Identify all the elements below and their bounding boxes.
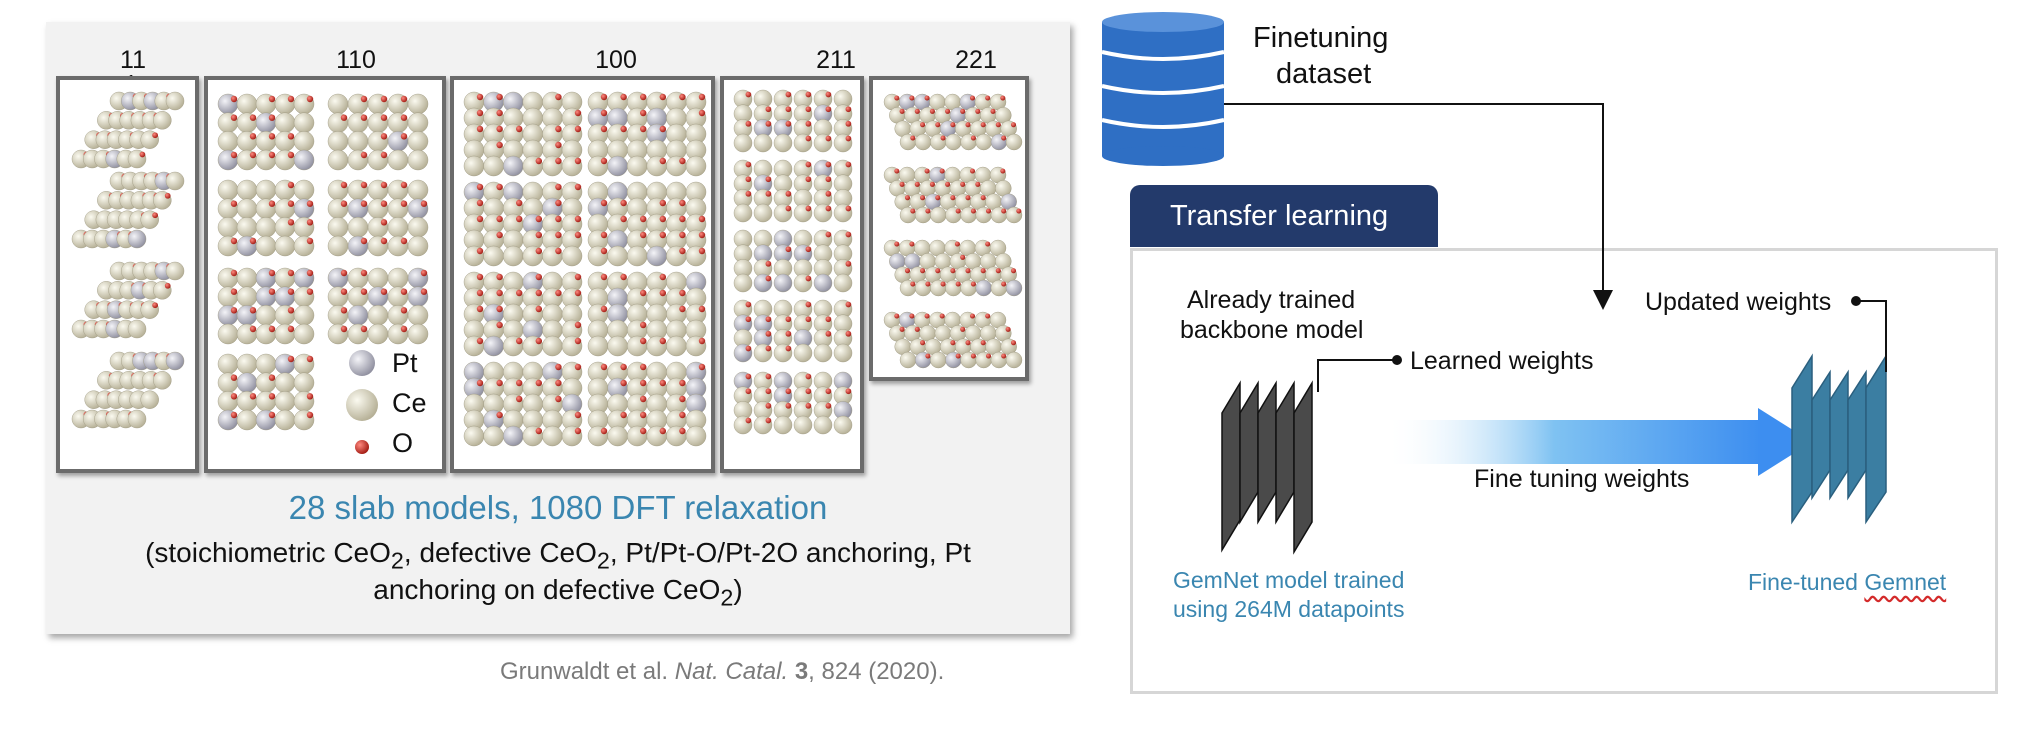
citation: Grunwaldt et al. Nat. Catal. 3, 824 (202…	[500, 658, 945, 685]
slab-model	[733, 371, 853, 435]
slab-models-panel: 11 1 110 100 211 221 Pt Ce O 28 slab mod…	[46, 22, 1070, 634]
backbone-label-line1: Already trained	[1187, 286, 1356, 314]
slab-atoms-svg	[71, 89, 1023, 447]
slab-model	[327, 93, 429, 171]
slab-model	[217, 93, 315, 171]
gemnet-trained-line2: using 264M datapoints	[1173, 596, 1405, 622]
slab-model	[733, 89, 853, 153]
learned-weights-dot	[1392, 355, 1402, 365]
dataset-arrow	[1224, 103, 1613, 310]
pt-legend-dot	[349, 350, 375, 376]
finetuned-gemnet-label: Fine-tuned Gemnet	[1748, 569, 1947, 595]
transfer-learning-tab: Transfer learning	[1130, 185, 1438, 247]
slab-model	[327, 267, 429, 345]
slab-model	[71, 351, 185, 429]
caption-title: 28 slab models, 1080 DFT relaxation	[288, 489, 828, 526]
slab-model	[217, 353, 315, 431]
slab-model	[71, 91, 185, 169]
fine-tuning-arrow	[1385, 408, 1812, 476]
ce-legend-dot	[346, 389, 378, 421]
slab-model	[463, 271, 583, 357]
slab-model	[587, 181, 707, 267]
slab-model	[587, 361, 707, 447]
learned-weights-label: Learned weights	[1410, 347, 1594, 375]
legend-label-ce: Ce	[392, 388, 427, 418]
slab-model	[883, 311, 1023, 369]
slab-model	[327, 179, 429, 257]
atom-legend-symbols	[346, 350, 378, 454]
slab-model	[733, 299, 853, 363]
dataset-label-line1: Finetuning	[1253, 22, 1389, 54]
slab-model	[883, 93, 1023, 151]
updated-weights-leader	[1856, 300, 1887, 372]
slab-model	[217, 267, 315, 345]
slab-model	[733, 159, 853, 223]
slab-model	[463, 361, 583, 447]
learned-weights-leader	[1317, 359, 1397, 392]
gemnet-spellcheck-word: Gemnet	[1864, 569, 1947, 595]
slab-model	[587, 91, 707, 177]
slab-model	[463, 181, 583, 267]
legend-label-o: O	[392, 428, 414, 458]
slab-model	[463, 91, 583, 177]
slab-model	[71, 261, 185, 339]
backbone-model-icon	[1221, 380, 1313, 555]
finetuned-model-icon	[1791, 353, 1887, 525]
caption-line-1: (stoichiometric CeO2, defective CeO2, Pt…	[145, 537, 971, 574]
facet-label-221: 221	[955, 46, 997, 74]
slab-model	[587, 271, 707, 357]
slab-model	[733, 229, 853, 293]
backbone-label-line2: backbone model	[1180, 316, 1364, 344]
slab-model	[883, 166, 1023, 224]
slab-model	[217, 179, 315, 257]
caption-line-2: anchoring on defective CeO2)	[373, 574, 743, 611]
facet-label-111: 11	[120, 46, 146, 74]
database-icon	[1101, 12, 1225, 166]
facet-label-211: 211	[816, 46, 856, 74]
o-legend-dot	[355, 440, 369, 454]
transfer-learning-frame	[1130, 248, 1998, 694]
gemnet-trained-line1: GemNet model trained	[1173, 567, 1405, 593]
dataset-label-line2: dataset	[1276, 58, 1372, 90]
legend-label-pt: Pt	[392, 348, 418, 378]
facet-label-100: 100	[595, 46, 637, 74]
updated-weights-dot	[1851, 296, 1861, 306]
facet-label-110: 110	[336, 46, 376, 74]
updated-weights-label: Updated weights	[1645, 288, 1832, 316]
fine-tuning-weights-label: Fine tuning weights	[1474, 465, 1690, 493]
slab-model	[883, 239, 1023, 297]
slab-model	[71, 171, 185, 249]
